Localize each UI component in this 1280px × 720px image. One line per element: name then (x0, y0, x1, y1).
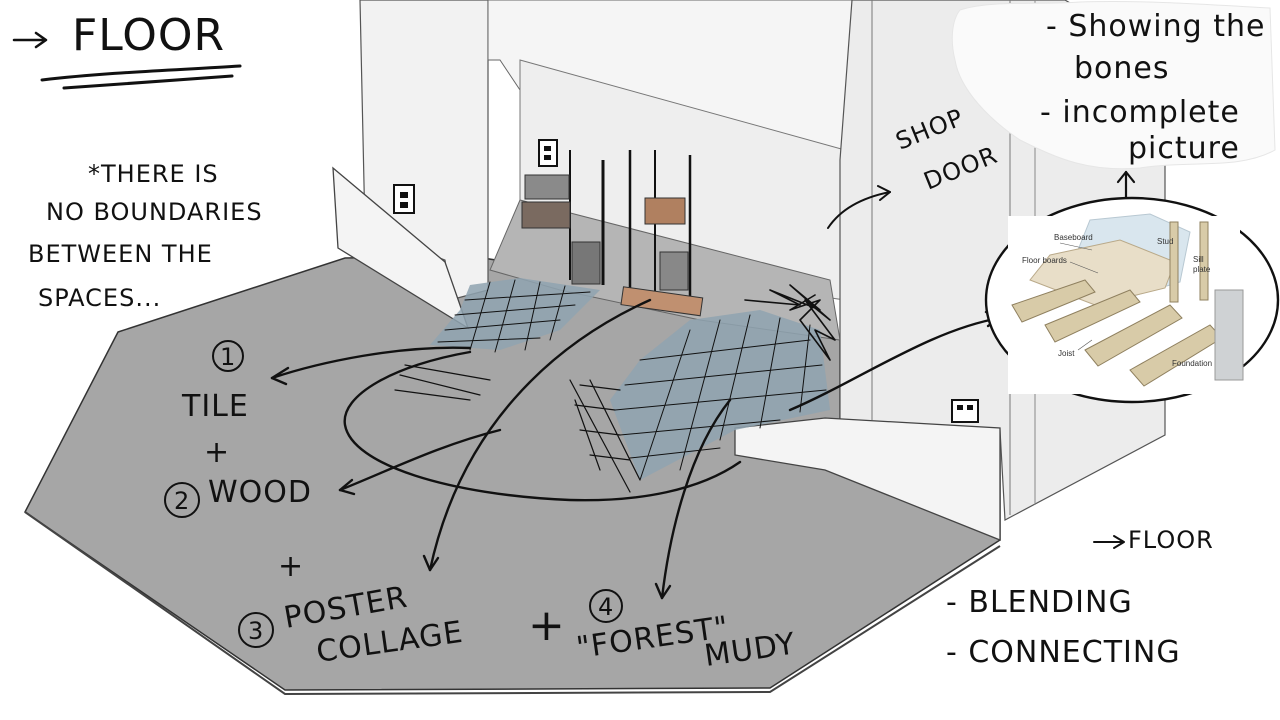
note-picture: picture (1128, 131, 1240, 166)
label-baseboard: Baseboard (1054, 233, 1093, 242)
title-floor: FLOOR (72, 10, 225, 61)
label-joist: Joist (1058, 349, 1075, 358)
note-blending: - BLENDING (946, 585, 1133, 620)
label-stud: Stud (1157, 237, 1173, 246)
label-sill: Sill (1193, 255, 1204, 264)
note-boundaries-2: NO BOUNDARIES (46, 198, 263, 226)
plus-3: + (528, 600, 566, 651)
subfloor-inset: Baseboard Stud Floor boards Sill plate J… (986, 198, 1278, 402)
item-3-number: 3 (248, 617, 264, 645)
note-bones: bones (1074, 51, 1170, 86)
note-boundaries-3: BETWEEN THE (28, 240, 213, 268)
label-plate: plate (1193, 265, 1211, 274)
note-showing-bones: - Showing the (1046, 9, 1265, 44)
item-2-number: 2 (174, 487, 190, 515)
plus-2: + (278, 549, 304, 584)
plus-1: + (204, 435, 230, 470)
outlet-back (539, 140, 557, 166)
item-1-label: TILE (181, 389, 249, 424)
item-2-label: WOOD (208, 475, 312, 510)
outlet-right (952, 400, 978, 422)
label-floor-boards: Floor boards (1022, 256, 1067, 265)
item-1-number: 1 (220, 343, 236, 371)
note-floor-2: FLOOR (1128, 526, 1214, 554)
note-boundaries-4: SPACES... (38, 284, 161, 312)
label-foundation: Foundation (1172, 359, 1212, 368)
outlet-left (394, 185, 414, 213)
item-4-number: 4 (598, 593, 614, 621)
note-boundaries-1: *THERE IS (88, 160, 219, 188)
note-incomplete: - incomplete (1040, 95, 1240, 130)
note-connecting: - CONNECTING (946, 635, 1181, 670)
